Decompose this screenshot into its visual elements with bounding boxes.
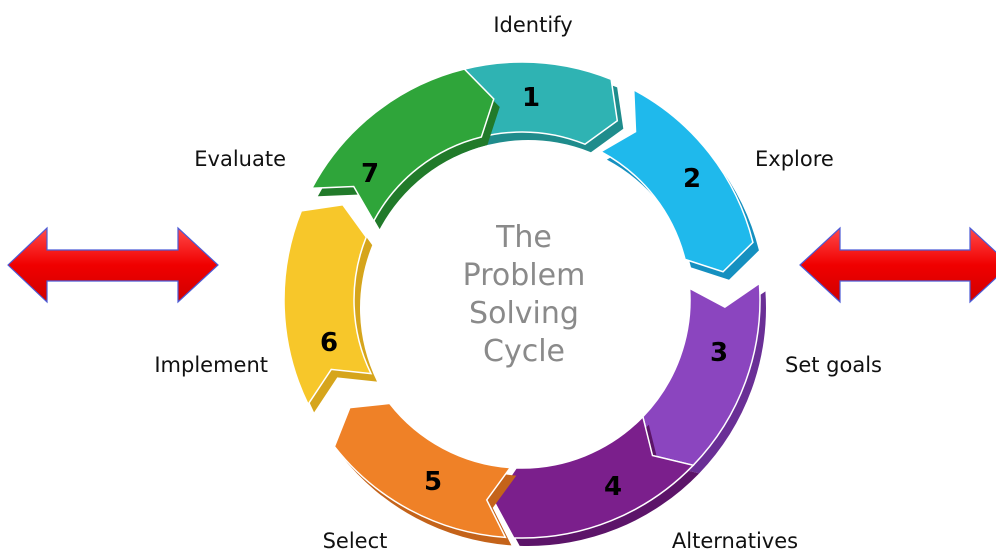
step-4-label: Alternatives xyxy=(672,529,798,553)
step-3-number: 3 xyxy=(710,338,728,368)
step-7-segment xyxy=(310,68,500,230)
step-2-number: 2 xyxy=(683,164,701,194)
center-title-line-2: Problem xyxy=(463,258,586,293)
step-2-segment-face xyxy=(599,88,754,273)
step-6-number: 6 xyxy=(320,328,338,358)
step-6-segment xyxy=(283,203,378,413)
step-7-segment-face xyxy=(310,68,495,223)
step-5-segment-face xyxy=(333,402,512,539)
cycle-ring xyxy=(283,61,766,546)
right-double-arrow-icon xyxy=(799,226,996,304)
step-1-label: Identify xyxy=(493,13,572,37)
step-5-label: Select xyxy=(323,529,388,553)
step-7-number: 7 xyxy=(361,159,379,189)
center-title-line-3: Solving xyxy=(469,296,579,331)
left-double-arrow-icon xyxy=(7,226,219,304)
step-6-segment-face xyxy=(283,203,373,406)
step-2-label: Explore xyxy=(755,147,834,171)
step-1-number: 1 xyxy=(522,83,540,113)
center-title-line-4: Cycle xyxy=(483,334,565,369)
step-6-label: Implement xyxy=(154,353,268,377)
step-2-segment xyxy=(599,88,759,280)
step-5-segment xyxy=(333,402,517,546)
center-title: The Problem Solving Cycle xyxy=(463,220,586,369)
center-title-line-1: The xyxy=(495,220,552,255)
step-4-number: 4 xyxy=(604,472,622,502)
step-3-label: Set goals xyxy=(785,353,882,377)
step-7-label: Evaluate xyxy=(194,147,286,171)
step-5-number: 5 xyxy=(424,467,442,497)
step-3-segment xyxy=(642,282,766,474)
step-3-segment-face xyxy=(642,282,761,467)
